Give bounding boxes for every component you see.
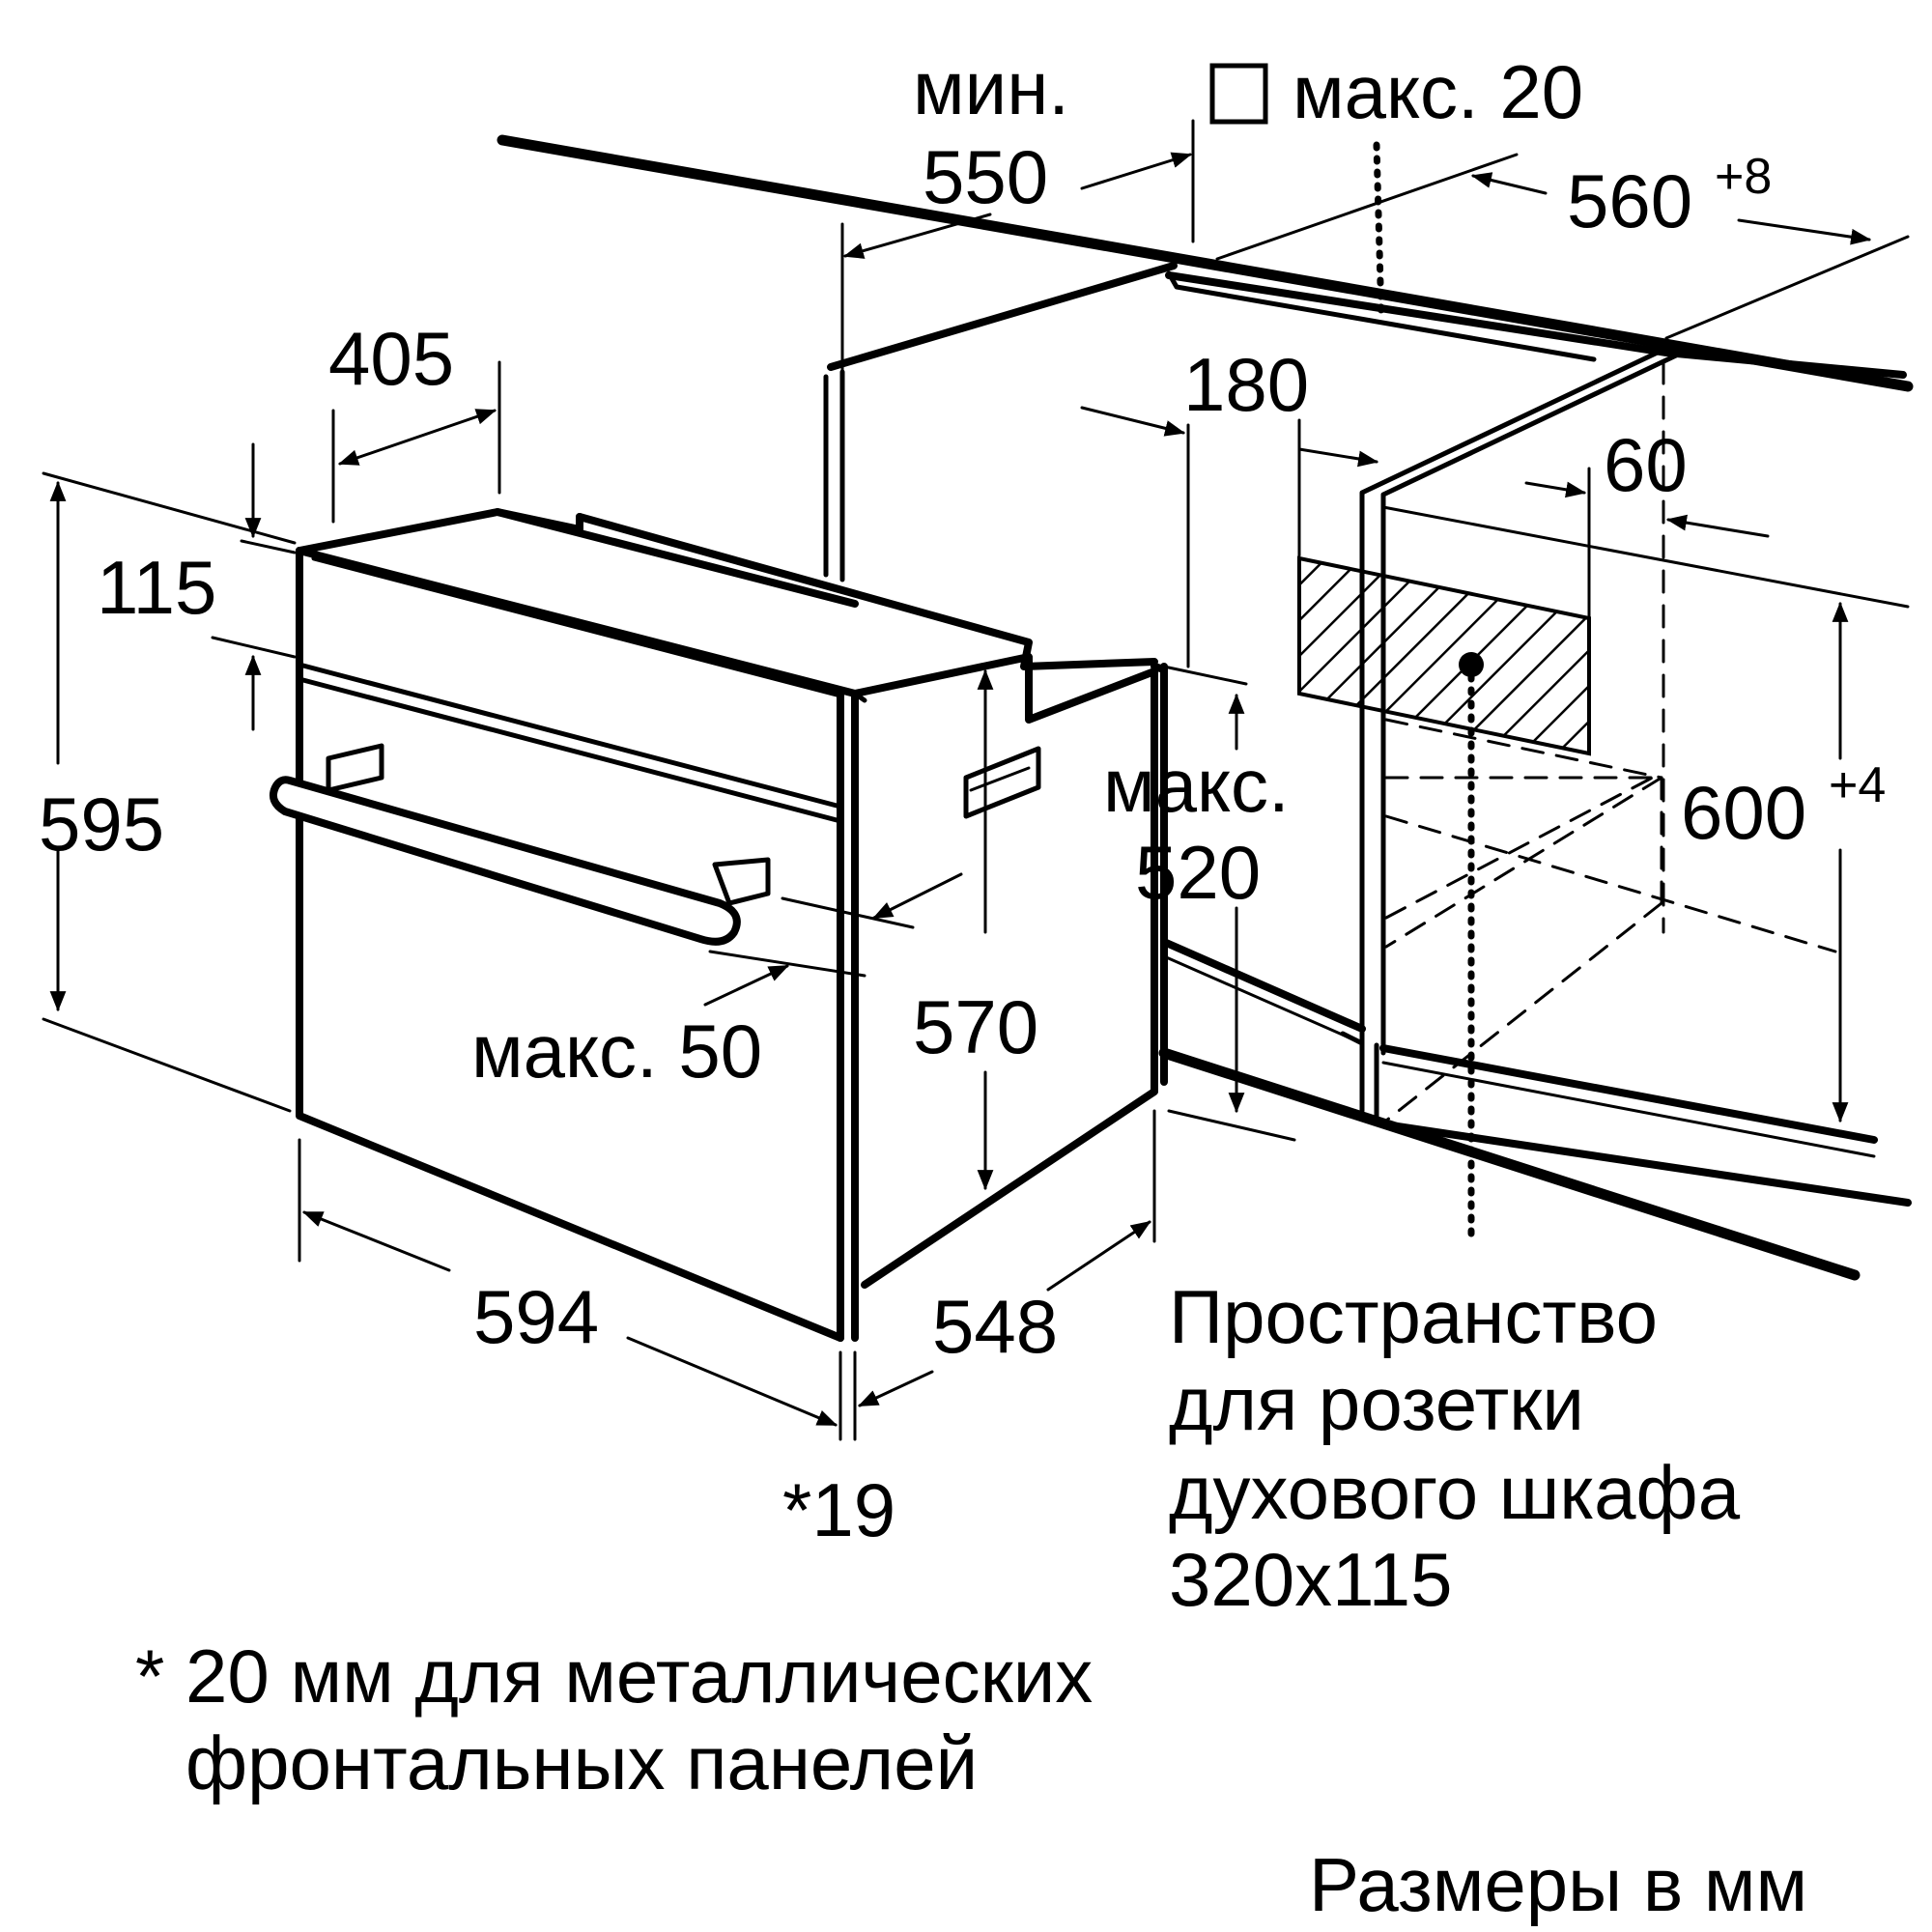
label-60: 60 bbox=[1604, 422, 1688, 507]
label-115: 115 bbox=[97, 545, 216, 630]
label-600-tolerance: +4 bbox=[1829, 757, 1886, 813]
label-560: 560 bbox=[1567, 158, 1692, 243]
dimension-lines bbox=[42, 63, 1872, 1441]
label-min: мин. bbox=[913, 45, 1069, 130]
cabinet-outline bbox=[497, 134, 1914, 1281]
label-595: 595 bbox=[39, 781, 164, 867]
footnote: * 20 мм для металлических фронтальных па… bbox=[135, 1634, 1093, 1805]
dashed-oven-outline bbox=[1384, 718, 1837, 1122]
oven-body bbox=[270, 508, 1168, 1342]
label-550: 550 bbox=[923, 134, 1048, 219]
label-180: 180 bbox=[1183, 342, 1309, 427]
socket-area bbox=[1297, 141, 1591, 1245]
label-max: макс. bbox=[1103, 743, 1290, 828]
units-note: Размеры в мм bbox=[1309, 1842, 1807, 1927]
footnote-line2: фронтальных панелей bbox=[185, 1720, 978, 1805]
label-max20: макс. 20 bbox=[1293, 49, 1583, 134]
label-19: *19 bbox=[782, 1467, 895, 1552]
socket-note-line4: 320x115 bbox=[1169, 1537, 1453, 1622]
label-600: 600 bbox=[1681, 770, 1806, 855]
label-560-tolerance: +8 bbox=[1715, 149, 1772, 205]
socket-note-line1: Пространство bbox=[1169, 1274, 1658, 1359]
label-max50: макс. 50 bbox=[471, 1009, 762, 1094]
footnote-line1: * 20 мм для металлических bbox=[135, 1634, 1093, 1719]
socket-center-dot bbox=[1459, 652, 1484, 677]
label-594: 594 bbox=[473, 1274, 599, 1359]
socket-note: Пространство для розетки духового шкафа … bbox=[1169, 1274, 1741, 1622]
dimension-labels: мин. 550 макс. 20 560 +8 405 180 60 115 … bbox=[39, 45, 1886, 1552]
label-520: 520 bbox=[1135, 830, 1261, 915]
socket-note-line2: для розетки bbox=[1169, 1361, 1584, 1446]
label-570: 570 bbox=[913, 984, 1038, 1069]
label-405: 405 bbox=[328, 316, 454, 401]
label-548: 548 bbox=[932, 1284, 1058, 1369]
square-symbol bbox=[1209, 63, 1268, 125]
socket-note-line3: духового шкафа bbox=[1169, 1450, 1741, 1535]
